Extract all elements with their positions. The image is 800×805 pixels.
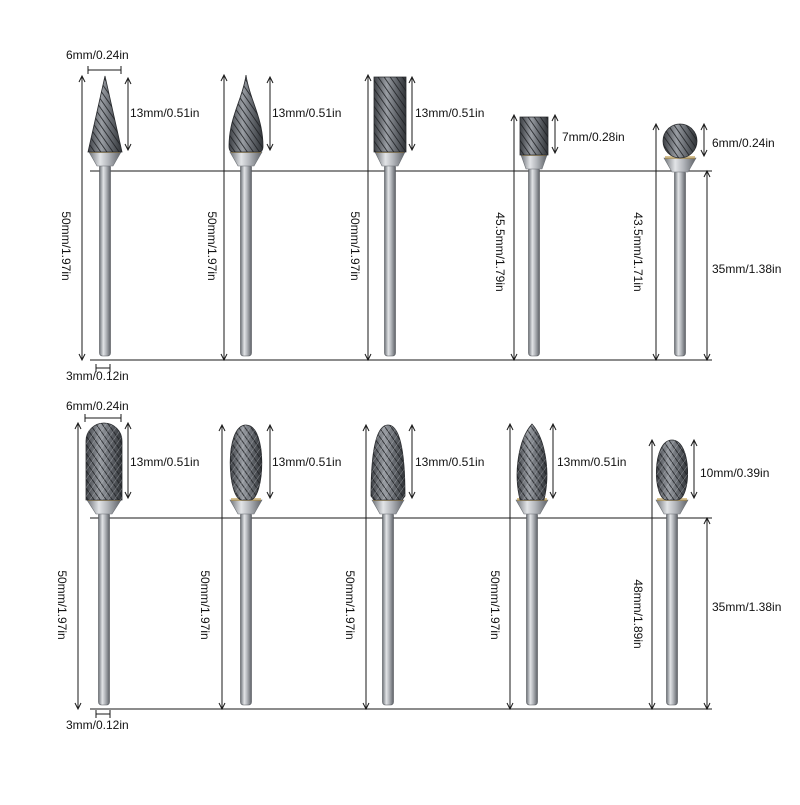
bottom-burr-4	[515, 423, 549, 706]
bottom-burr-1-total-length: 50mm/1.97in	[55, 570, 69, 640]
bottom-burr-1-head-length: 13mm/0.51in	[130, 455, 200, 469]
bottom-burr-2-total-length-arrow	[218, 423, 226, 711]
top-burr-4-shank	[528, 166, 540, 357]
bottom-burr-5-collar	[655, 499, 689, 515]
bottom-burr-1-collar	[86, 499, 122, 515]
top-burr-3	[373, 76, 407, 357]
top-burr-3-collar	[374, 151, 406, 167]
bottom-burr-2	[229, 424, 263, 706]
top-burr-3-total-length-arrow	[364, 73, 372, 362]
top-burr-1-shank	[99, 163, 111, 357]
top-burr-5	[662, 123, 698, 357]
bottom-head-width-bar	[84, 414, 122, 422]
top-burr-2-shank	[240, 163, 252, 357]
bottom-burr-1	[85, 422, 123, 706]
top-burr-4-total-length: 45.5mm/1.79in	[493, 212, 507, 292]
top-head-width-bar	[87, 66, 122, 74]
top-burr-2-total-length: 50mm/1.97in	[205, 211, 219, 281]
bottom-burr-5-head-length-arrow	[690, 438, 698, 500]
bottom-burr-5-head-length: 10mm/0.39in	[700, 466, 770, 480]
top-burr-1-collar	[88, 151, 122, 167]
top-burr-3-shank	[384, 163, 396, 357]
top-burr-4-total-length-arrow	[510, 113, 518, 362]
bottom-burr-1-head-length-arrow	[124, 421, 132, 500]
top-burr-4-head-length-arrow	[551, 113, 559, 155]
bottom-burr-3-total-length: 50mm/1.97in	[343, 570, 357, 640]
top-burr-1-head-length-arrow	[124, 76, 132, 152]
dimension-lines	[74, 66, 712, 718]
bottom-burr-3-collar	[371, 499, 405, 515]
bottom-shank-diameter-label: 3mm/0.12in	[66, 718, 129, 732]
top-burr-2	[228, 74, 264, 357]
bottom-burr-4-shank	[526, 511, 538, 706]
bottom-shank-length-arrow	[703, 516, 711, 711]
top-burr-3-head-length-arrow	[408, 75, 416, 152]
bottom-burr-4-collar	[515, 499, 549, 515]
top-shank-length-label: 35mm/1.38in	[712, 262, 782, 276]
top-shank-diameter-label: 3mm/0.12in	[66, 369, 129, 383]
bottom-burr-3-head-length: 13mm/0.51in	[415, 455, 485, 469]
top-burr-5-head-length: 6mm/0.24in	[712, 136, 775, 150]
bottom-burr-1-shank	[98, 511, 110, 706]
bottom-burr-4-total-length: 50mm/1.97in	[488, 570, 502, 640]
top-burr-3-head-length: 13mm/0.51in	[415, 106, 485, 120]
top-burr-5-total-length: 43.5mm/1.71in	[631, 212, 645, 292]
top-burr-4-head-length: 7mm/0.28in	[562, 130, 625, 144]
top-burr-5-shank	[674, 169, 686, 357]
top-burr-1-total-length-arrow	[78, 74, 86, 362]
burr-illustrations	[85, 74, 698, 706]
top-burr-5-head-length-arrow	[700, 122, 708, 158]
bottom-burr-3-total-length-arrow	[362, 423, 370, 711]
bottom-burr-5	[655, 439, 689, 706]
bottom-burr-5-shank	[666, 511, 678, 706]
bottom-burr-4-total-length-arrow	[506, 422, 514, 711]
top-burr-4-collar	[520, 154, 548, 170]
bottom-burr-3-shank	[382, 511, 394, 706]
top-burr-2-head-length: 13mm/0.51in	[272, 106, 342, 120]
bottom-burr-3-head-length-arrow	[408, 423, 416, 500]
bottom-head-width-label: 6mm/0.24in	[66, 399, 129, 413]
bottom-shank-length-label: 35mm/1.38in	[712, 600, 782, 614]
top-shank-diameter-bar	[95, 364, 111, 372]
top-burr-4	[519, 116, 549, 357]
bottom-burr-1-total-length-arrow	[74, 421, 82, 711]
bottom-burr-4-head-length: 13mm/0.51in	[557, 455, 627, 469]
top-burr-2-total-length-arrow	[220, 73, 228, 362]
top-shank-length-arrow	[703, 169, 711, 362]
top-burr-2-head-length-arrow	[266, 75, 274, 152]
top-burr-2-collar	[229, 151, 263, 167]
bottom-burr-4-head-length-arrow	[549, 422, 557, 500]
top-burr-1-total-length: 50mm/1.97in	[59, 211, 73, 281]
bottom-burr-5-total-length-arrow	[648, 438, 656, 711]
bottom-burr-2-head-length-arrow	[266, 423, 274, 500]
bottom-burr-2-head-length: 13mm/0.51in	[272, 455, 342, 469]
bottom-shank-diameter-bar	[95, 710, 111, 718]
top-burr-1	[87, 75, 123, 357]
top-head-width-label: 6mm/0.24in	[66, 48, 129, 62]
top-burr-3-total-length: 50mm/1.97in	[348, 211, 362, 281]
bottom-burr-5-total-length: 48mm/1.89in	[631, 579, 645, 649]
bottom-burr-3	[370, 424, 406, 706]
bottom-burr-2-total-length: 50mm/1.97in	[198, 570, 212, 640]
top-burr-5-collar	[663, 157, 697, 173]
bottom-burr-2-collar	[229, 499, 263, 515]
top-burr-5-total-length-arrow	[652, 122, 660, 362]
bottom-burr-2-shank	[240, 511, 252, 706]
top-burr-1-head-length: 13mm/0.51in	[130, 106, 200, 120]
